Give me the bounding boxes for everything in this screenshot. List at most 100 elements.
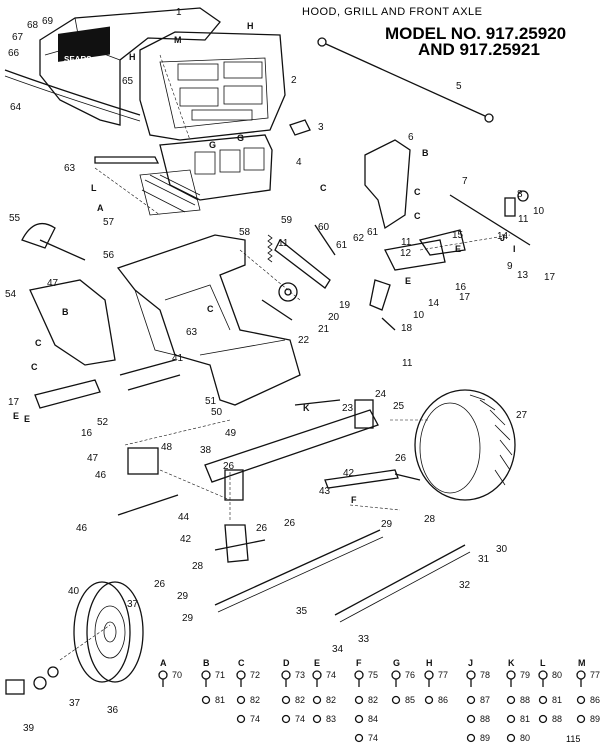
callout-42: 42 <box>180 534 192 545</box>
model-number-line1: MODEL NO. 917.25920 <box>385 24 567 43</box>
hardware-glyph <box>236 695 246 705</box>
hardware-key-letter: A <box>160 658 167 668</box>
callout-60: 60 <box>318 222 330 233</box>
callout-6: 6 <box>408 132 414 143</box>
hardware-glyph <box>391 670 401 680</box>
bracket-17-left <box>34 379 101 409</box>
callout-10: 10 <box>413 310 425 321</box>
hardware-key-number: 85 <box>405 695 415 705</box>
callout-68: 68 <box>27 20 39 31</box>
hood-bracket <box>94 156 160 164</box>
hardware-glyph <box>466 714 476 724</box>
reference-letter-b: B <box>62 307 69 317</box>
callout-18: 18 <box>401 323 413 334</box>
callout-38: 38 <box>200 445 212 456</box>
callout-64: 64 <box>10 102 22 113</box>
linkage-bracket <box>384 239 446 271</box>
callout-16: 16 <box>81 428 93 439</box>
hardware-key-labels: A70B7181C728274D738274E748283F75828474G7… <box>160 658 600 743</box>
reference-letter-c: C <box>31 362 38 372</box>
callout-14: 14 <box>497 231 509 242</box>
callout-59: 59 <box>281 215 293 226</box>
hardware-glyph <box>354 670 364 680</box>
hardware-glyph <box>354 695 364 705</box>
hardware-glyph <box>576 670 586 680</box>
callout-61: 61 <box>367 227 379 238</box>
hardware-key-letter: H <box>426 658 433 668</box>
callout-57: 57 <box>103 217 115 228</box>
drag-link-rod <box>449 194 531 246</box>
hardware-glyph <box>576 695 586 705</box>
tie-rod-32 <box>334 544 466 616</box>
callout-26: 26 <box>395 453 407 464</box>
callout-66: 66 <box>8 48 20 59</box>
hardware-key-letter: B <box>203 658 210 668</box>
hardware-key-number: 80 <box>552 670 562 680</box>
callout-23: 23 <box>342 403 354 414</box>
hardware-key-number: 81 <box>520 714 530 724</box>
hardware-key-letter: L <box>540 658 546 668</box>
callout-54: 54 <box>5 289 17 300</box>
callout-17: 17 <box>544 272 556 283</box>
spring-58 <box>267 234 273 263</box>
hardware-key-letter: D <box>283 658 290 668</box>
hardware-glyph <box>354 714 364 724</box>
callout-28: 28 <box>192 561 204 572</box>
reference-letter-l: L <box>91 183 97 193</box>
callout-31: 31 <box>478 554 490 565</box>
callout-39: 39 <box>23 723 35 734</box>
callout-51: 51 <box>205 396 217 407</box>
hardware-glyph <box>424 695 434 705</box>
idler-pulley <box>278 282 298 302</box>
model-number-line2: AND 917.25921 <box>418 40 540 59</box>
hardware-glyph <box>281 695 291 705</box>
callout-30: 30 <box>496 544 508 555</box>
reference-letter-c: C <box>320 183 327 193</box>
hardware-key-number: 70 <box>172 670 182 680</box>
hardware-glyph <box>466 670 476 680</box>
callout-10: 10 <box>533 206 545 217</box>
callout-67: 67 <box>12 32 24 43</box>
hardware-glyph <box>312 714 322 724</box>
hardware-key-number: 82 <box>368 695 378 705</box>
callout-34: 34 <box>332 644 344 655</box>
callout-36: 36 <box>107 705 119 716</box>
callout-37: 37 <box>127 599 139 610</box>
hardware-glyph <box>506 670 516 680</box>
hardware-glyph <box>466 733 476 743</box>
hardware-glyph <box>236 670 246 680</box>
callout-46: 46 <box>95 470 107 481</box>
hardware-key-letter: C <box>238 658 245 668</box>
callout-55: 55 <box>9 213 21 224</box>
front-frame-chassis <box>116 234 301 406</box>
hardware-glyph <box>506 733 516 743</box>
hardware-key-number: 81 <box>215 695 225 705</box>
hood-cable <box>317 37 494 123</box>
hardware-glyph <box>281 670 291 680</box>
hardware-glyph <box>538 714 548 724</box>
callout-29: 29 <box>381 519 393 530</box>
callout-28: 28 <box>424 514 436 525</box>
callout-11: 11 <box>402 358 413 369</box>
callout-21: 21 <box>318 324 330 335</box>
hardware-key-number: 89 <box>590 714 600 724</box>
hardware-key-number: 71 <box>215 670 225 680</box>
hardware-glyph <box>201 670 211 680</box>
reference-letter-h: H <box>247 21 254 31</box>
callout-9: 9 <box>507 261 513 272</box>
hardware-key-number: 86 <box>590 695 600 705</box>
hardware-key-number: 84 <box>368 714 378 724</box>
hardware-key-letter: G <box>393 658 400 668</box>
callout-19: 19 <box>339 300 351 311</box>
hardware-key-number: 83 <box>326 714 336 724</box>
reference-letter-c: C <box>414 211 421 221</box>
callout-22: 22 <box>298 335 310 346</box>
callout-11: 11 <box>278 238 289 249</box>
callout-3: 3 <box>318 122 324 133</box>
callout-12: 12 <box>400 248 412 259</box>
callout-24: 24 <box>375 389 387 400</box>
reference-letter-i: I <box>513 244 516 254</box>
